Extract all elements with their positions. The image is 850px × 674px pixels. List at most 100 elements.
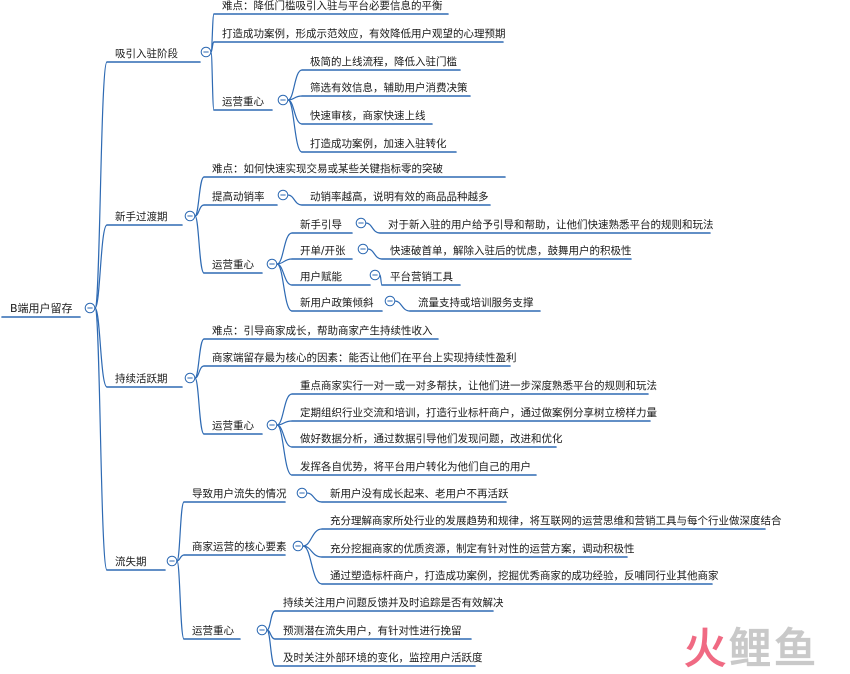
node-3-2-0[interactable]: 持续关注用户问题反馈并及时追踪是否有效解决 [274,596,504,612]
connector-2-0 [194,338,205,379]
collapse-icon-1[interactable] [184,210,196,222]
connector-1-2-2-0 [379,274,383,286]
connector-1-1-0 [287,194,303,206]
node-label-1-2: 运营重心 [212,258,254,271]
node-label-3-0: 导致用户流失的情况 [192,487,287,500]
node-1-2-3-0[interactable]: 流量支持或培训服务支撑 [409,296,541,312]
node-label-0-0: 难点：降低门槛吸引入驻与平台必要信息的平衡 [222,0,443,12]
node-label-1-2-1: 开单/开张 [300,245,346,257]
connector-3-0 [176,501,185,562]
connector-3-2-0 [266,610,276,631]
node-1-2-1[interactable]: 开单/开张 [291,245,353,260]
collapse-icon-1-2-2[interactable] [369,269,381,281]
collapse-icon-2-2[interactable] [266,419,278,431]
node-3[interactable]: 流失期 [106,555,166,571]
connector-1-2 [194,215,205,274]
connector-0-2 [210,51,215,111]
node-1-2-0-0[interactable]: 对于新入驻的用户给予引导和帮助，让他们快速熟悉平台的规则和玩法 [379,218,714,234]
node-1-2[interactable]: 运营重心 [203,258,263,274]
node-1-2-3[interactable]: 新用户政策倾斜 [291,296,383,312]
collapse-icon-1-2-3[interactable] [384,295,396,307]
node-2-2-3[interactable]: 发挥各自优势，将平台用户转化为他们自己的用户 [291,460,537,476]
node-label-3: 流失期 [115,555,147,568]
node-label-0-2: 运营重心 [222,95,264,108]
node-1-1[interactable]: 提高动销率 [203,190,278,206]
node-0-2-3[interactable]: 打造成功案例，加速入驻转化 [301,137,457,153]
node-0-2-2[interactable]: 快速审核，商家快速上线 [301,109,433,125]
node-label-2-2: 运营重心 [212,419,254,432]
collapse-icon-3-0[interactable] [296,487,308,499]
node-0-2-0[interactable]: 极简的上线流程，降低入驻门槛 [301,55,461,71]
root-node[interactable]: B端用户留存 [1,301,81,318]
node-label-1-0: 难点：如何快速实现交易或某些关键指标零的突破 [212,162,443,175]
collapse-icon-3-1[interactable] [292,540,304,552]
node-0[interactable]: 吸引入驻阶段 [106,47,201,63]
node-2-2-2[interactable]: 做好数据分析，通过数据引导他们发现问题，改进和优化 [291,432,563,448]
node-1-2-2-0[interactable]: 平台营销工具 [381,270,461,286]
node-2-2-1[interactable]: 定期组织行业交流和培训，打造行业标杆商户，通过做案例分享树立榜样力量 [291,406,657,422]
collapse-icon-1-2-0[interactable] [355,217,367,229]
node-3-0-0[interactable]: 新用户没有成长起来、老用户不再活跃 [321,487,509,503]
node-3-2-1[interactable]: 预测潜在流失用户，有针对性进行挽留 [274,624,472,640]
node-label-3-1-0: 充分理解商家所处行业的发展趋势和规律，将互联网的运营思维和营销工具与每个行业做深… [330,514,782,527]
node-0-1[interactable]: 打造成功案例，形成示范效应，有效降低用户观望的心理预期 [213,27,506,43]
node-3-2-2[interactable]: 及时关注外部环境的变化，监控用户活跃度 [274,651,483,667]
node-2-2-0[interactable]: 重点商家实行一对一或一对多帮扶，让他们进一步深度熟悉平台的规则和玩法 [291,379,657,395]
node-label-3-2-2: 及时关注外部环境的变化，监控用户活跃度 [283,651,483,664]
collapse-icon-1-2-1[interactable] [357,243,369,255]
node-1[interactable]: 新手过渡期 [106,210,183,226]
node-1-0[interactable]: 难点：如何快速实现交易或某些关键指标零的突破 [203,162,506,178]
node-1-1-0[interactable]: 动销率越高，说明有效的商品品种越多 [301,190,491,206]
node-2-0[interactable]: 难点：引导商家成长，帮助商家产生持续性收入 [203,324,439,340]
connector-1-2-0-0 [365,222,381,234]
node-label-0: 吸引入驻阶段 [115,47,178,60]
node-3-0[interactable]: 导致用户流失的情况 [183,487,287,503]
node-3-1-1[interactable]: 充分挖掘商家的优质资源，制定有针对性的运营方案，调动积极性 [321,542,635,558]
node-label-2-0: 难点：引导商家成长，帮助商家产生持续性收入 [212,324,433,337]
node-label-1-2-1-0: 快速破首单，解除入驻后的忧虑，鼓舞用户的积极性 [390,244,632,257]
node-label-1: 新手过渡期 [115,210,168,223]
node-1-2-2[interactable]: 用户赋能 [291,270,371,286]
connector-1-2-0 [276,232,293,265]
connector-1-2-3 [276,263,293,312]
collapse-icon-3-2[interactable] [256,624,268,636]
node-label-2-1: 商家端留存最为核心的因素：能否让他们在平台上实现持续性盈利 [212,351,517,364]
connector-1-1 [194,204,205,217]
connector-0 [94,61,108,309]
collapse-icon-1-2[interactable] [266,258,278,270]
collapse-icon-1-1[interactable] [277,189,289,201]
node-0-2-1[interactable]: 筛选有效信息，辅助用户消费决策 [301,81,471,97]
collapse-icon-root[interactable] [84,302,96,314]
node-3-2[interactable]: 运营重心 [183,624,241,640]
node-label-2-2-2: 做好数据分析，通过数据引导他们发现问题，改进和优化 [300,432,563,445]
connector-1 [94,224,108,309]
node-label-0-2-1: 筛选有效信息，辅助用户消费决策 [310,81,468,94]
node-1-2-0[interactable]: 新手引导 [291,218,353,234]
node-3-1-2[interactable]: 通过塑造标杆商户，打造成功案例，挖掘优秀商家的成功经验，反哺同行业其他商家 [321,569,719,585]
node-0-0[interactable]: 难点：降低门槛吸引入驻与平台必要信息的平衡 [213,0,449,15]
node-label-1-2-2: 用户赋能 [300,270,342,283]
node-2-1[interactable]: 商家端留存最为核心的因素：能否让他们在平台上实现持续性盈利 [203,351,517,367]
connector-1-2-1-0 [367,248,383,260]
logo-part-2: 鲤鱼 [729,624,820,673]
node-label-3-2-1: 预测潜在流失用户，有针对性进行挽留 [283,624,462,637]
connector-2-2-0 [276,393,293,426]
node-label-1-2-0: 新手引导 [300,218,342,231]
connector-3-2-2 [266,629,276,667]
connector-0-2-0 [287,69,303,101]
node-2[interactable]: 持续活跃期 [106,372,183,388]
node-1-2-1-0[interactable]: 快速破首单，解除入驻后的忧虑，鼓舞用户的积极性 [381,244,632,260]
node-3-1-0[interactable]: 充分理解商家所处行业的发展趋势和规律，将互联网的运营思维和营销工具与每个行业做深… [321,514,782,530]
collapse-icon-3[interactable] [166,555,178,567]
node-label-0-2-0: 极简的上线流程，降低入驻门槛 [310,55,457,68]
collapse-icon-0[interactable] [200,46,212,58]
collapse-icon-0-2[interactable] [277,94,289,106]
node-label-0-1: 打造成功案例，形成示范效应，有效降低用户观望的心理预期 [222,27,506,40]
node-label-2-2-3: 发挥各自优势，将平台用户转化为他们自己的用户 [300,460,531,473]
collapse-icon-2[interactable] [184,372,196,384]
node-2-2[interactable]: 运营重心 [203,419,263,435]
connector-2 [94,307,108,388]
node-3-1[interactable]: 商家运营的核心要素 [183,540,287,556]
node-0-2[interactable]: 运营重心 [213,95,273,111]
